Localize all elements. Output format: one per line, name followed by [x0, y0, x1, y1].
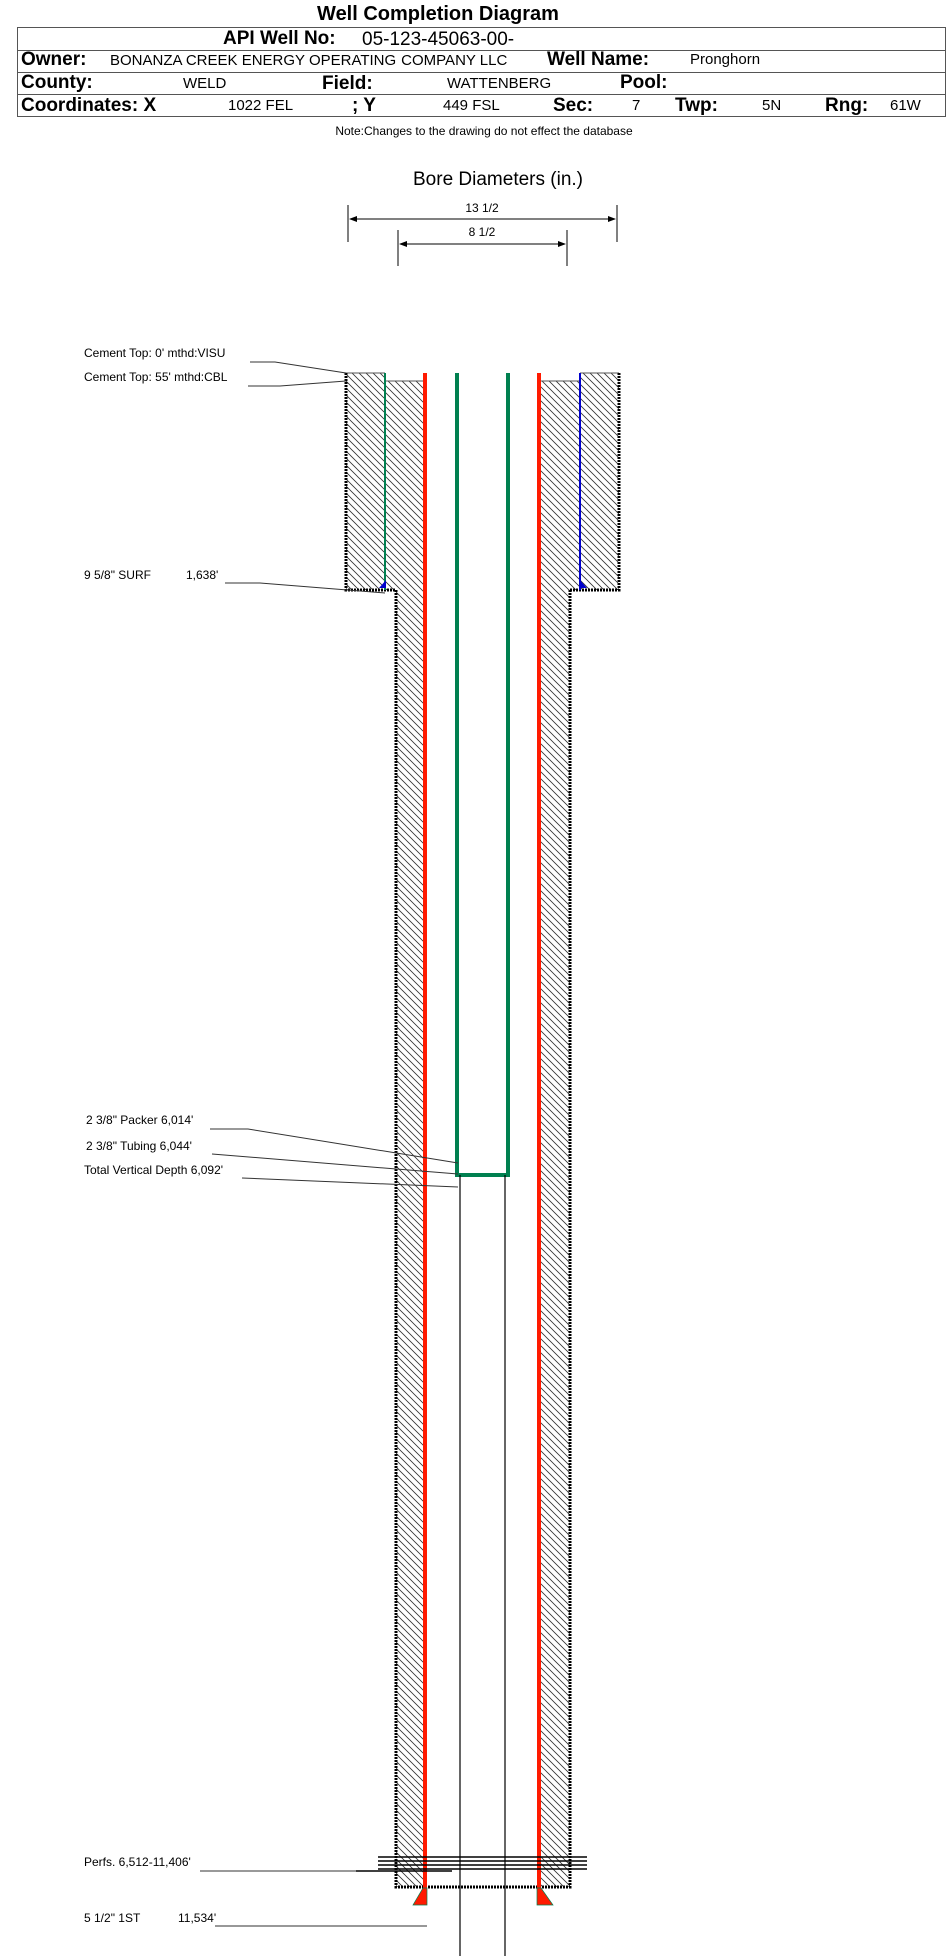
bore-diameter-label: 13 1/2 — [465, 201, 499, 215]
production-casing — [412, 373, 554, 1906]
cement-top-55-label: Cement Top: 55' mthd:CBL — [84, 370, 228, 384]
perforations — [378, 1856, 587, 1870]
bore-dimension-8-1-2: 8 1/2 — [397, 225, 568, 266]
sec-label: Sec: — [553, 95, 594, 116]
sec-value: 7 — [632, 97, 641, 114]
annotations: Cement Top: 0' mthd:VISU Cement Top: 55'… — [84, 346, 459, 1927]
owner-value-line1: BONANZA CREEK ENERGY OPERATING — [110, 52, 397, 69]
county-value: WELD — [183, 75, 227, 92]
field-value: WATTENBERG — [447, 75, 552, 92]
twp-label: Twp: — [675, 95, 718, 116]
surface-casing — [379, 373, 587, 590]
surf-depth-label: 1,638' — [186, 568, 218, 582]
production-cement — [394, 590, 572, 1889]
bore-title: Bore Diameters (in.) — [413, 169, 583, 190]
well-name-value: Pronghorn — [690, 51, 761, 68]
twp-value: 5N — [762, 97, 782, 114]
row-divider — [18, 72, 945, 73]
county-label: County: — [21, 72, 93, 93]
api-value: 05-123-45063-00- — [362, 29, 515, 50]
casing-shoe-icon — [536, 1887, 554, 1906]
surface-cement — [344, 372, 621, 592]
owner-label: Owner: — [21, 49, 87, 70]
owner-value-line2: COMPANY LLC — [401, 52, 508, 69]
coord-y-label: ; Y — [352, 95, 376, 116]
bore-diameter-label: 8 1/2 — [469, 225, 496, 239]
page-title: Well Completion Diagram — [317, 3, 559, 25]
row-divider — [18, 94, 945, 95]
rng-value: 61W — [890, 97, 921, 114]
well-name-label: Well Name: — [547, 49, 650, 70]
api-label: API Well No: — [223, 28, 336, 49]
cement-top-0-label: Cement Top: 0' mthd:VISU — [84, 346, 225, 360]
field-label: Field: — [322, 73, 373, 94]
well-header-table — [17, 27, 946, 117]
database-note: Note:Changes to the drawing do not effec… — [335, 124, 633, 138]
coord-x-label: Coordinates: X — [21, 95, 157, 116]
prod-casing-label: 5 1/2" 1ST — [84, 1911, 141, 1925]
perfs-label: Perfs. 6,512-11,406' — [84, 1855, 191, 1869]
casing-shoe-icon — [412, 1887, 428, 1906]
tubing — [455, 373, 510, 1956]
row-divider — [18, 50, 945, 51]
coord-x-value: 1022 FEL — [228, 97, 294, 114]
tvd-label: Total Vertical Depth 6,092' — [84, 1163, 223, 1177]
surf-casing-label: 9 5/8" SURF — [84, 568, 151, 582]
prod-depth-label: 11,534' — [178, 1911, 216, 1925]
bore-dimension-13-1-2: 13 1/2 — [347, 201, 618, 242]
pool-label: Pool: — [620, 72, 668, 93]
packer-label: 2 3/8" Packer 6,014' — [86, 1113, 193, 1127]
rng-label: Rng: — [825, 95, 869, 116]
tubing-label: 2 3/8" Tubing 6,044' — [86, 1139, 192, 1153]
owner-value: BONANZA CREEK ENERGY OPERATING COMPANY L… — [110, 52, 507, 69]
coord-y-value: 449 FSL — [443, 97, 500, 114]
